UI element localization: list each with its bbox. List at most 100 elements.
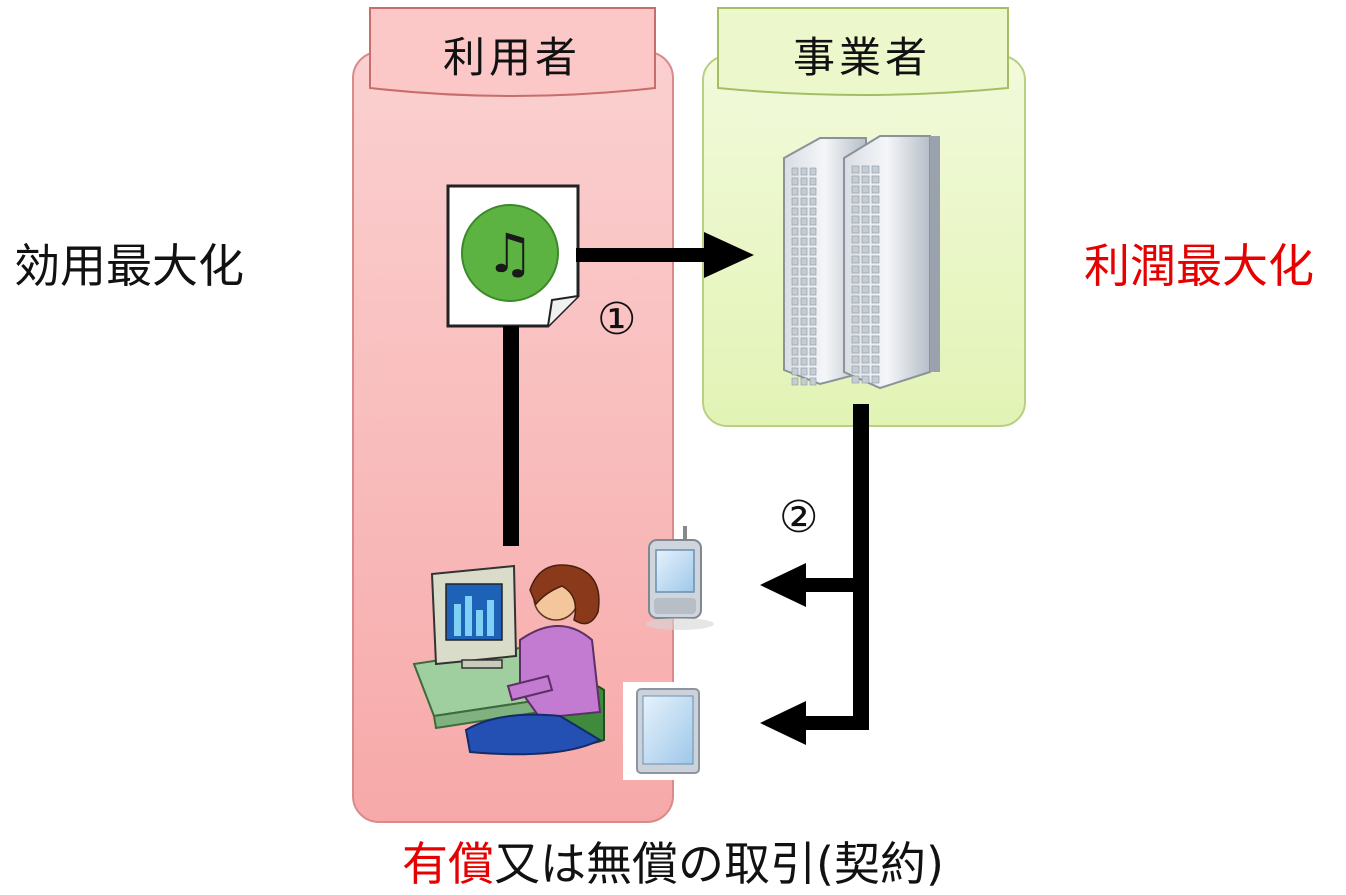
server-bay <box>861 195 870 204</box>
server-bay <box>791 187 799 196</box>
utility-maximization-label: 効用最大化 <box>14 239 244 293</box>
server-bay <box>800 327 808 336</box>
server-bay <box>851 325 860 334</box>
server-bay <box>809 207 817 216</box>
server-icon <box>783 135 940 390</box>
user-tab <box>369 7 656 97</box>
server-bay <box>791 227 799 236</box>
server-bay <box>871 165 880 174</box>
server-bay <box>851 265 860 274</box>
server-bay <box>809 307 817 316</box>
server-bay <box>791 217 799 226</box>
mobile-phone-icon <box>646 526 714 630</box>
server-bay <box>809 257 817 266</box>
server-bay <box>861 365 870 374</box>
server-bay <box>809 327 817 336</box>
server-bay <box>851 215 860 224</box>
server-bay <box>791 197 799 206</box>
transaction-caption: 有償又は無償の取引(契約) <box>402 837 944 891</box>
music-file-icon <box>446 184 580 328</box>
server-bay <box>800 247 808 256</box>
server-bay <box>861 175 870 184</box>
server-bay <box>861 265 870 274</box>
server-bay <box>809 367 817 376</box>
server-bay <box>791 357 799 366</box>
server-bay <box>861 335 870 344</box>
server-bay <box>871 375 880 384</box>
server-bay <box>861 215 870 224</box>
server-bay <box>809 247 817 256</box>
server-bay <box>861 185 870 194</box>
server-rack-right <box>851 165 880 384</box>
server-bay <box>851 275 860 284</box>
server-bay <box>861 355 870 364</box>
server-bay <box>800 217 808 226</box>
server-bay <box>851 315 860 324</box>
arrow-distribution <box>760 404 869 745</box>
server-bay <box>861 205 870 214</box>
server-bay <box>809 167 817 176</box>
server-bay <box>809 357 817 366</box>
server-bay <box>809 227 817 236</box>
server-bay <box>809 177 817 186</box>
connector-file-user <box>503 326 519 546</box>
user-column-title: 利用者 <box>443 33 581 82</box>
server-bay <box>800 207 808 216</box>
server-bay <box>809 347 817 356</box>
server-bay <box>851 245 860 254</box>
server-bay <box>861 325 870 334</box>
server-bay <box>861 345 870 354</box>
server-bay <box>809 377 817 386</box>
user-at-computer-icon <box>412 564 605 756</box>
server-bay <box>871 315 880 324</box>
server-bay <box>861 285 870 294</box>
server-bay <box>800 287 808 296</box>
server-bay <box>871 265 880 274</box>
provider-column-title: 事業者 <box>793 33 931 82</box>
server-bay <box>800 337 808 346</box>
step-2-label: ② <box>779 492 818 543</box>
server-bay <box>791 347 799 356</box>
server-bay <box>800 267 808 276</box>
server-bay <box>800 317 808 326</box>
server-bay <box>800 227 808 236</box>
tablet-icon <box>623 682 709 780</box>
server-bay <box>851 375 860 384</box>
server-bay <box>851 195 860 204</box>
server-bay <box>809 187 817 196</box>
server-bay <box>871 325 880 334</box>
server-bay <box>871 285 880 294</box>
server-bay <box>851 185 860 194</box>
server-bay <box>851 255 860 264</box>
server-bay <box>871 185 880 194</box>
server-bay <box>809 267 817 276</box>
server-bay <box>800 197 808 206</box>
server-bay <box>800 177 808 186</box>
server-bay <box>851 225 860 234</box>
server-bay <box>861 315 870 324</box>
provider-tab <box>717 7 1009 96</box>
server-bay <box>861 305 870 314</box>
server-bay <box>861 225 870 234</box>
music-note-icon: ♫ <box>486 222 534 285</box>
server-bay <box>851 175 860 184</box>
server-bay <box>791 167 799 176</box>
server-bay <box>791 297 799 306</box>
server-bay <box>800 167 808 176</box>
server-bay <box>791 307 799 316</box>
server-bay <box>861 235 870 244</box>
server-bay <box>809 217 817 226</box>
server-bay <box>809 197 817 206</box>
server-bay <box>791 367 799 376</box>
server-rack-left <box>791 167 817 386</box>
server-bay <box>871 235 880 244</box>
server-bay <box>851 335 860 344</box>
server-bay <box>800 257 808 266</box>
server-bay <box>861 375 870 384</box>
server-bay <box>851 205 860 214</box>
server-bay <box>791 247 799 256</box>
server-bay <box>791 377 799 386</box>
server-bay <box>871 335 880 344</box>
server-bay <box>791 337 799 346</box>
server-bay <box>791 257 799 266</box>
